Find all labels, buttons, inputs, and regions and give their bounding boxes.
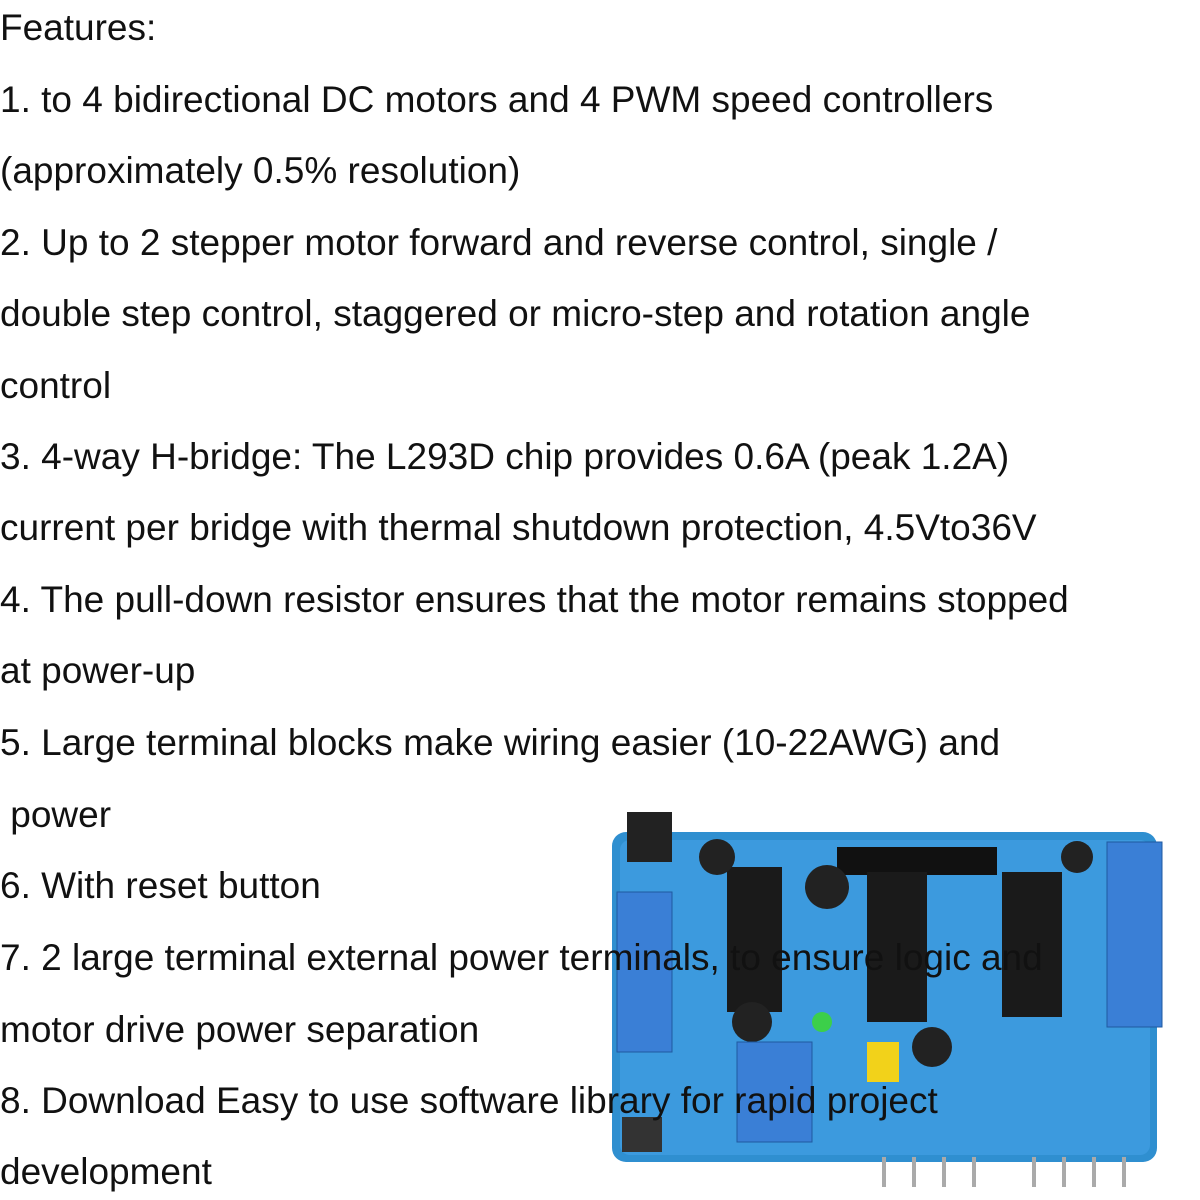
feature-line: motor drive power separation bbox=[0, 1009, 480, 1050]
feature-line: power bbox=[0, 794, 112, 835]
feature-line: 8. Download Easy to use software library… bbox=[0, 1080, 938, 1121]
feature-line: double step control, staggered or micro-… bbox=[0, 293, 1031, 334]
feature-line: at power-up bbox=[0, 650, 196, 691]
feature-line: current per bridge with thermal shutdown… bbox=[0, 507, 1037, 548]
feature-line: 1. to 4 bidirectional DC motors and 4 PW… bbox=[0, 79, 994, 120]
feature-line: 7. 2 large terminal external power termi… bbox=[0, 937, 1043, 978]
feature-line: (approximately 0.5% resolution) bbox=[0, 150, 521, 191]
feature-line: 3. 4-way H-bridge: The L293D chip provid… bbox=[0, 436, 1010, 477]
motor-shield-board-image bbox=[612, 812, 1163, 1187]
features-heading: Features: bbox=[0, 7, 157, 48]
feature-line: development bbox=[0, 1151, 212, 1192]
feature-line: 2. Up to 2 stepper motor forward and rev… bbox=[0, 222, 998, 263]
feature-line: 5. Large terminal blocks make wiring eas… bbox=[0, 722, 1001, 763]
feature-line: 4. The pull-down resistor ensures that t… bbox=[0, 579, 1069, 620]
feature-line: control bbox=[0, 365, 112, 406]
feature-line: 6. With reset button bbox=[0, 865, 321, 906]
